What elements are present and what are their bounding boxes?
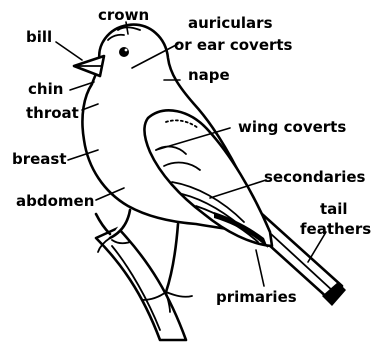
label-bill: bill [26,28,52,46]
label-auriculars-line1: auriculars [188,14,273,32]
bill-drawing [74,56,104,76]
label-wing-coverts: wing coverts [238,118,346,136]
label-crown: crown [98,6,149,24]
label-secondaries: secondaries [264,168,366,186]
branch [96,214,186,340]
label-abdomen: abdomen [16,192,94,210]
bill-leader [56,42,82,60]
eye [119,47,129,57]
label-nape: nape [188,66,230,84]
label-auriculars-line2: or ear coverts [174,36,293,54]
label-chin: chin [28,80,63,98]
label-tail-line1: tail [320,200,348,218]
label-throat: throat [26,104,79,122]
label-primaries: primaries [216,288,297,306]
label-breast: breast [12,150,67,168]
primaries-leader [256,250,264,286]
label-tail-line2: feathers [300,220,371,238]
